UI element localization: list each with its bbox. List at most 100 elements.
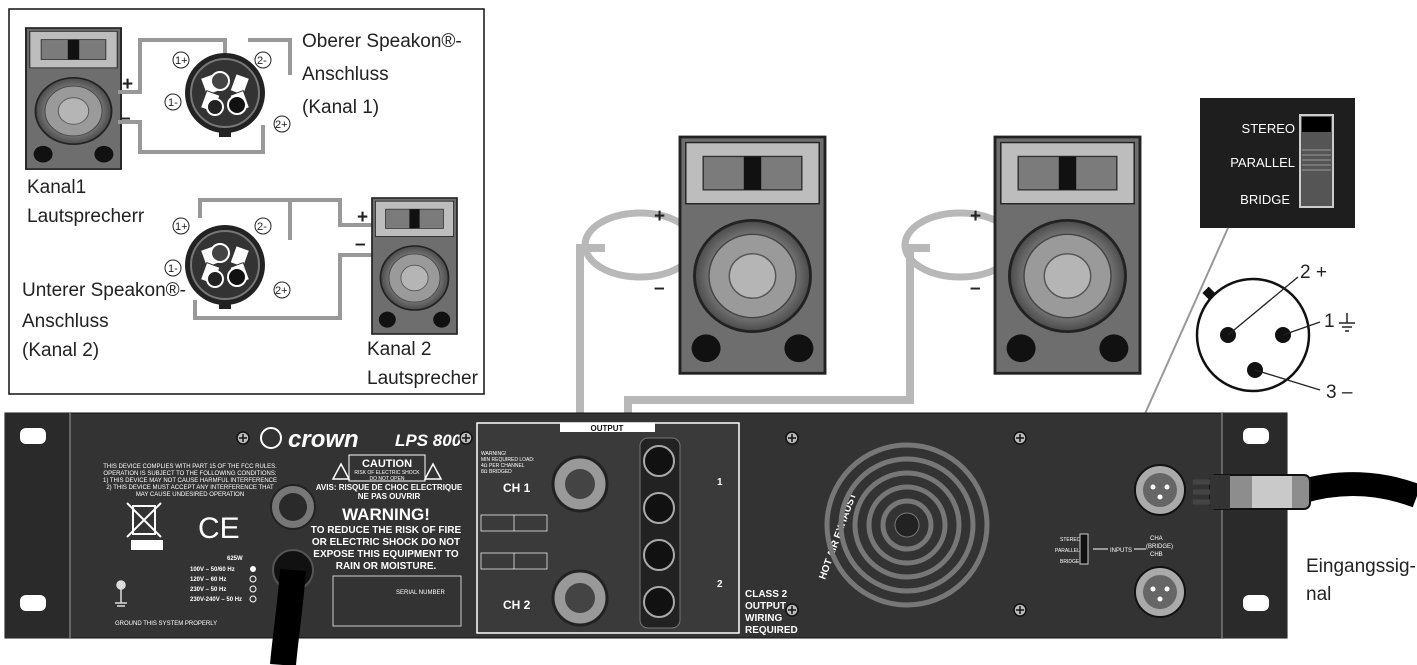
inset-ch2-plus-label: + (357, 207, 368, 228)
svg-text:1) THIS DEVICE MAY NOT CAUSE H: 1) THIS DEVICE MAY NOT CAUSE HARMFUL INT… (103, 478, 277, 484)
rack-ear-hole (1243, 428, 1269, 444)
chb-label: CHB (1150, 552, 1163, 558)
fcc-notice: THIS DEVICE COMPLIES WITH PART 15 OF THE… (103, 464, 277, 498)
output-title: OUTPUT (591, 424, 624, 433)
power-cord (270, 569, 306, 665)
svg-text:MAY CAUSE UNDESIRED OPERATION: MAY CAUSE UNDESIRED OPERATION (136, 492, 244, 498)
spk1-plus-label: + (654, 206, 665, 227)
warning-title: WARNING! (342, 505, 430, 524)
inset-ch1-plus-label: + (122, 74, 133, 95)
pin-label-2plus: 2+ (275, 285, 288, 297)
pin-label-1plus: 1+ (175, 55, 188, 67)
cha-label: CHA (1150, 536, 1163, 542)
svg-text:WARNING!: WARNING! (481, 451, 506, 457)
svg-text:4Ω PER CHANNEL: 4Ω PER CHANNEL (481, 463, 525, 469)
ch2-speaker-label: Kanal 2 Lautsprecher (367, 339, 479, 389)
ch2-speaker-cabinet (371, 197, 458, 335)
svg-text:WIRING: WIRING (745, 613, 782, 624)
serial-label: SERIAL NUMBER (396, 590, 445, 596)
fan-grille (824, 442, 990, 608)
svg-text:THIS DEVICE COMPLIES WITH PART: THIS DEVICE COMPLIES WITH PART 15 OF THE… (103, 464, 277, 470)
svg-text:CLASS 2: CLASS 2 (745, 589, 788, 600)
speaker-cabinet-1 (678, 135, 827, 375)
input-mode-labels: STEREO PARALLEL BRIDGE (1055, 537, 1081, 565)
ch1-speaker-label: Kanal1 Lautsprecherr (27, 177, 145, 227)
ground-symbol-icon (1339, 313, 1355, 332)
xlr-pin3-label: 3 – (1326, 382, 1353, 403)
svg-text:OUTPUT: OUTPUT (745, 601, 786, 612)
binding-posts[interactable] (643, 445, 675, 618)
svg-text:120V – 60 Hz: 120V – 60 Hz (190, 577, 226, 583)
spk2-minus-label: – (970, 278, 981, 299)
pin-label-2minus: 2- (257, 221, 267, 233)
xlr-pinout-diagram: 2 + 1 3 – (1195, 262, 1355, 403)
avis-line: AVIS: RISQUE DE CHOC ELECTRIQUE (316, 483, 463, 492)
ch2-label: CH 2 (503, 598, 531, 612)
svg-text:MIN REQUIRED LOAD:: MIN REQUIRED LOAD: (481, 457, 534, 463)
pin-label-2minus: 2- (257, 55, 267, 67)
xlr-pin1-label: 1 (1324, 311, 1335, 332)
upper-pin-labels: 1+ 1- 2- 2+ (164, 51, 291, 133)
caution-line: DO NOT OPEN (370, 476, 405, 482)
svg-text:STEREO: STEREO (1060, 537, 1081, 543)
svg-text:100V – 50/60 Hz: 100V – 50/60 Hz (190, 567, 235, 573)
mode-switch-callout: STEREO PARALLEL BRIDGE (1084, 98, 1355, 549)
inset-ch1-minus-label: – (120, 108, 131, 129)
xlr-pin2-label: 2 + (1300, 262, 1327, 283)
svg-text:PARALLEL: PARALLEL (1055, 548, 1080, 554)
serial-number-box (332, 575, 462, 627)
caution-title: CAUTION (362, 458, 412, 470)
ch1-speaker-cabinet (25, 27, 122, 171)
speaker-cabinet-2 (993, 135, 1142, 375)
warning-line: TO REDUCE THE RISK OF FIRE (311, 525, 462, 536)
upper-connector-label: Oberer Speakon®- Anschluss (Kanal 1) (302, 31, 467, 118)
svg-text:8Ω BRIDGED: 8Ω BRIDGED (481, 469, 512, 475)
pinout-table (480, 514, 548, 570)
svg-text:2) THIS DEVICE MUST ACCEPT ANY: 2) THIS DEVICE MUST ACCEPT ANY INTERFERE… (106, 485, 274, 491)
post-group-2: 2 (717, 579, 723, 590)
svg-text:BRIDGE: BRIDGE (1060, 559, 1080, 565)
svg-text:REQUIRED: REQUIRED (745, 625, 798, 636)
switch-option-stereo: STEREO (1242, 121, 1295, 136)
caution-label: CAUTION RISK OF ELECTRIC SHOCK DO NOT OP… (311, 454, 463, 572)
min-load-notice: WARNING! MIN REQUIRED LOAD: 4Ω PER CHANN… (481, 451, 534, 475)
switch-option-parallel: PARALLEL (1230, 155, 1295, 170)
xlr-plug-cable (1193, 472, 1417, 510)
pin-label-1minus: 1- (168, 97, 178, 109)
xlr-input-cha[interactable] (1134, 464, 1186, 516)
switch-option-bridge: BRIDGE (1240, 192, 1290, 207)
svg-text:230V-240V – 50 Hz: 230V-240V – 50 Hz (190, 597, 242, 603)
rack-ear-hole (1243, 595, 1269, 611)
pin-label-1minus: 1- (168, 263, 178, 275)
weee-bin-icon (126, 502, 163, 550)
speakon-inset-panel: + – 1+ 1- 2- 2+ Oberer Speakon®- Anschlu… (8, 8, 485, 395)
ch1-label: CH 1 (503, 481, 531, 495)
xlr-input-chb[interactable] (1134, 566, 1186, 618)
pin-label-1plus: 1+ (175, 221, 188, 233)
input-mode-switch[interactable] (1079, 533, 1089, 565)
model-name: LPS 800 (395, 431, 462, 450)
post-group-1: 1 (717, 477, 723, 488)
pin-label-2plus: 2+ (275, 119, 288, 131)
ground-notice: GROUND THIS SYSTEM PROPERLY (115, 621, 217, 627)
class2-notice: CLASS 2 OUTPUT WIRING REQUIRED (745, 589, 798, 636)
rack-ear-hole (20, 595, 46, 611)
caution-line: RISK OF ELECTRIC SHOCK (354, 470, 420, 476)
spk1-minus-label: – (654, 278, 665, 299)
brand-name: crown (288, 426, 359, 453)
warning-line: RAIN OR MOISTURE. (336, 561, 437, 572)
bridge-label: (BRIDGE) (1146, 544, 1173, 550)
lower-connector-label: Unterer Speakon®- Anschluss (Kanal 2) (22, 280, 191, 361)
svg-text:OPERATION IS SUBJECT TO THE FO: OPERATION IS SUBJECT TO THE FOLLOWING CO… (103, 471, 276, 477)
warning-line: OR ELECTRIC SHOCK DO NOT (312, 537, 460, 548)
inputs-label: INPUTS (1110, 548, 1132, 554)
spk2-plus-label: + (970, 206, 981, 227)
svg-text:230V – 50 Hz: 230V – 50 Hz (190, 587, 226, 593)
lower-pin-labels: 1+ 1- 2- 2+ (164, 217, 291, 299)
ce-mark: CE (198, 512, 240, 545)
ground-terminal-icon (115, 580, 127, 607)
amplifier-rear-panel: crown LPS 800 THIS DEVICE COMPLIES WITH … (4, 412, 1288, 665)
avis-line: NE PAS OUVRIR (358, 492, 421, 501)
warning-line: EXPOSE THIS EQUIPMENT TO (313, 549, 459, 560)
